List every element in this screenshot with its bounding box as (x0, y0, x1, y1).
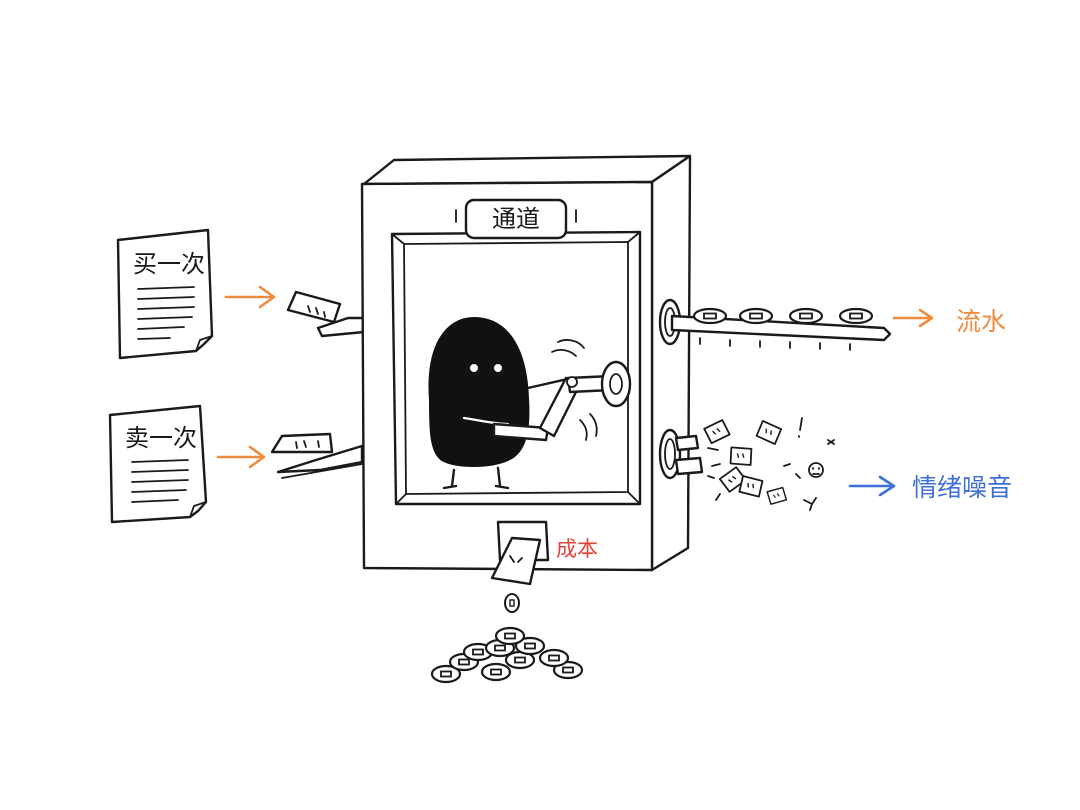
flow-label: 流水 (956, 307, 1006, 336)
buy-once-document: 买一次 (116, 228, 214, 360)
eye-right (494, 364, 502, 372)
motion-lines (551, 339, 598, 441)
buy-input-arrow (224, 285, 276, 309)
buy-once-label: 买一次 (133, 250, 205, 278)
flow-output-port (658, 298, 892, 351)
eye-left (470, 364, 478, 372)
sell-input-arrow (216, 445, 266, 469)
cost-output-slot (490, 520, 550, 586)
buy-ticket-entering (286, 290, 366, 338)
scattered-tickets (702, 417, 835, 511)
noise-output-port (658, 428, 704, 480)
sell-once-document: 卖一次 (108, 404, 208, 524)
machine-screw-marks (455, 209, 577, 223)
falling-coin (504, 593, 520, 613)
cost-label: 成本 (556, 537, 598, 561)
noise-arrow (848, 475, 896, 497)
crank-handle (492, 360, 632, 442)
machine-title: 通道 (492, 205, 540, 233)
coin-pile (430, 626, 584, 684)
sell-once-label: 卖一次 (125, 424, 197, 452)
sell-document-lines (131, 459, 189, 503)
flow-arrow (892, 308, 934, 328)
buy-document-lines (137, 286, 195, 340)
machine-title-plate: 通道 (464, 198, 568, 240)
sell-ticket-entering (270, 432, 364, 479)
noise-label: 情绪噪音 (912, 473, 1012, 502)
